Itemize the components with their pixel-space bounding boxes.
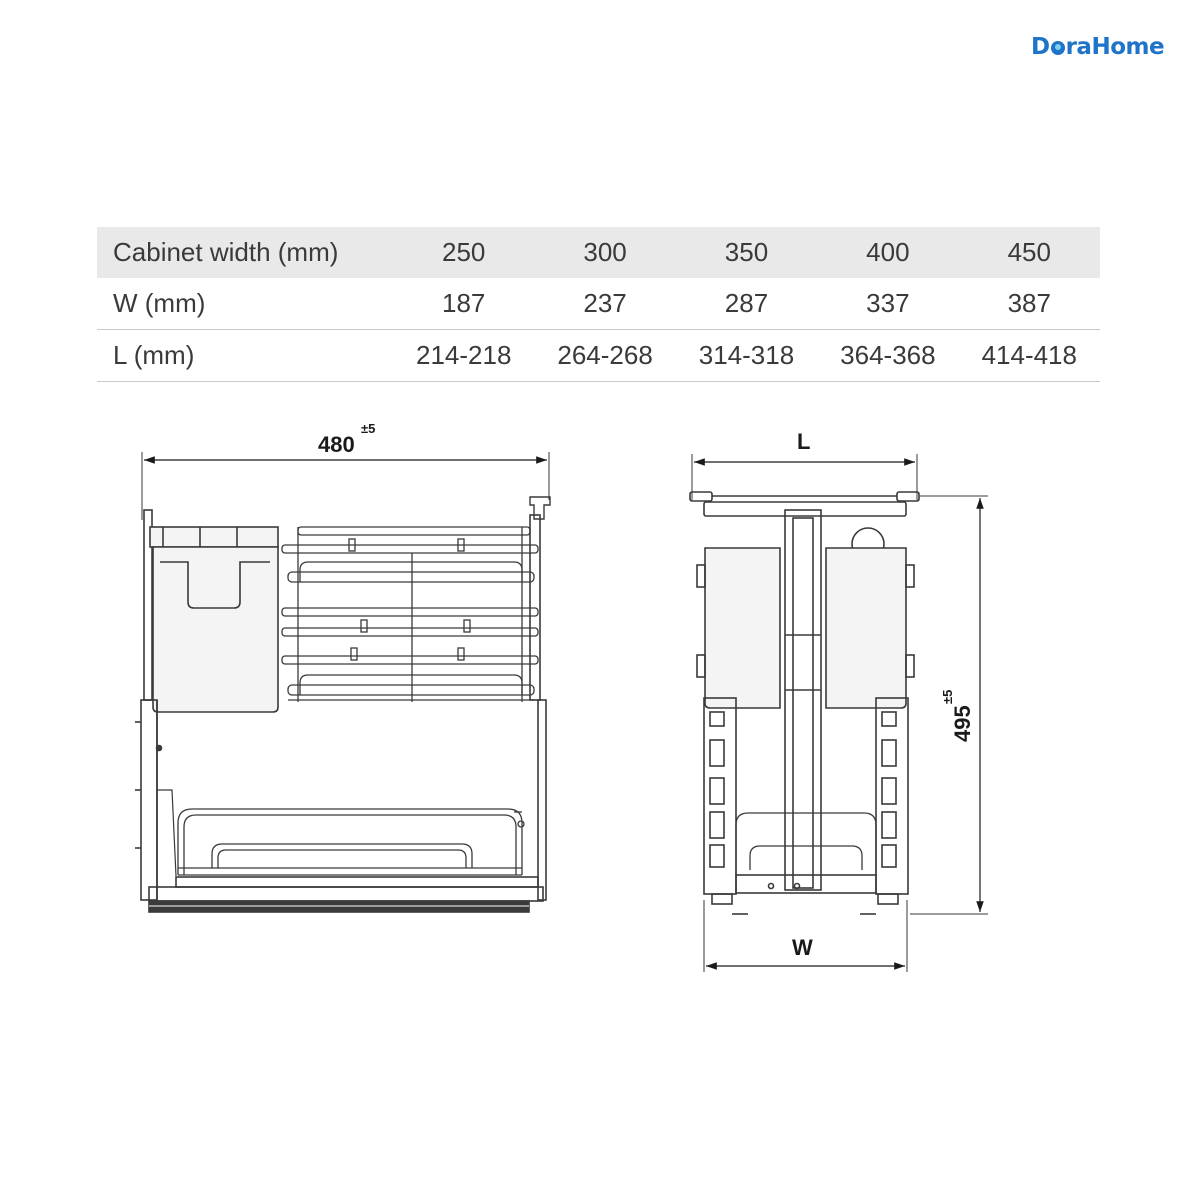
table-row: Cabinet width (mm) 250 300 350 400 450 [97, 227, 1100, 278]
row-header: Cabinet width (mm) [113, 237, 339, 267]
table-cell: 400 [866, 237, 910, 267]
right-column [875, 697, 909, 895]
table-cell: 300 [583, 237, 627, 267]
side-view: 480 ±5 [135, 421, 551, 913]
table-cell: 364-368 [817, 329, 959, 382]
table-cell: 387 [958, 278, 1100, 330]
table-cell: 264-268 [534, 329, 676, 382]
table-cell: 414-418 [958, 329, 1100, 382]
front-view: L [689, 429, 988, 972]
table-cell: 450 [1007, 237, 1051, 267]
table-row: W (mm) 187 237 287 337 387 [97, 278, 1100, 330]
row-header: L (mm) [97, 329, 393, 382]
table-row: L (mm) 214-218 264-268 314-318 364-368 4… [97, 329, 1100, 382]
waste-bin [149, 526, 279, 713]
width-dim-tolerance: ±5 [361, 421, 375, 436]
table-cell: 250 [442, 237, 486, 267]
table-cell: 214-218 [393, 329, 535, 382]
width-dim-label: 480 [318, 432, 355, 457]
table-cell: 314-318 [675, 329, 818, 382]
table-cell: 350 [724, 237, 769, 267]
left-bin [696, 547, 781, 709]
length-dim-label: L [797, 429, 810, 454]
logo-dot-icon [1050, 41, 1065, 55]
width-w-dim-label: W [792, 935, 813, 960]
width-dimension [141, 452, 550, 520]
height-dim-tolerance: ±5 [940, 690, 955, 704]
height-dim-label: 495 [950, 705, 975, 742]
lower-wire-basket [177, 808, 525, 876]
left-column [703, 697, 737, 895]
length-dimension [691, 454, 918, 500]
row-header: W (mm) [97, 278, 393, 330]
table-cell: 187 [393, 278, 535, 330]
right-bin [825, 527, 915, 709]
table-cell: 287 [675, 278, 818, 330]
height-dimension [910, 495, 988, 915]
width-w-dimension [703, 900, 908, 972]
table-cell: 237 [534, 278, 676, 330]
table-cell: 337 [817, 278, 959, 330]
upper-wire-basket [281, 526, 539, 702]
spec-table: Cabinet width (mm) 250 300 350 400 450 W… [97, 227, 1100, 382]
